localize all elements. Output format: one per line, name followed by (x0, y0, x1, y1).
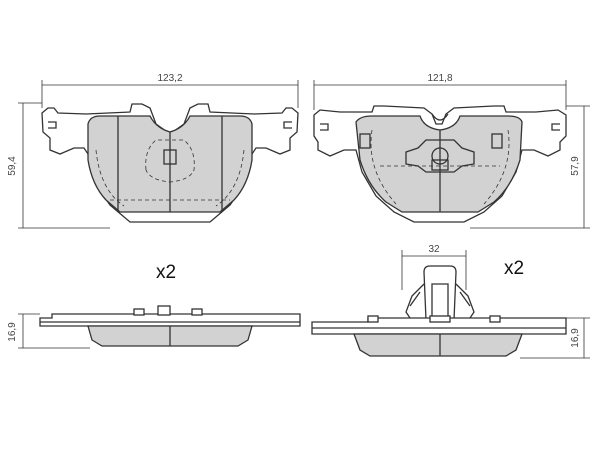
right-side-tab-2 (429, 315, 451, 323)
left-ear-slot-r (283, 121, 292, 129)
right-pad-hole-r (491, 133, 503, 149)
right-ear-slot-l (320, 123, 329, 131)
left-side-tab-3 (191, 308, 203, 316)
right-side-tab-1 (367, 315, 379, 323)
left-chamfer-dash-l (95, 149, 125, 207)
left-side-tab-2 (157, 305, 171, 316)
left-height-label: 59,4 (7, 156, 18, 176)
left-quantity-label: x2 (156, 262, 176, 283)
left-height-dimension: 59,4 (7, 102, 110, 229)
spring-clip (405, 265, 475, 321)
right-height-dimension: 57,9 (470, 105, 590, 229)
left-side-backing-plate (39, 313, 301, 327)
right-chamfer-dash-l (370, 129, 397, 205)
right-quantity-label: x2 (504, 258, 524, 279)
left-sensor-outline (145, 139, 195, 183)
left-sensor-block (163, 149, 177, 165)
right-pad-front-view (313, 105, 567, 223)
left-width-dimension: 123,2 (41, 73, 299, 108)
left-width-label: 123,2 (157, 73, 182, 84)
right-pad-hole-l (359, 133, 371, 149)
left-pad-side-view: 16,9 (7, 305, 301, 349)
right-width-dimension: 121,8 (313, 73, 567, 110)
left-pad-front-view (41, 103, 299, 223)
right-side-friction (353, 333, 523, 357)
right-thickness-label: 16,9 (570, 328, 581, 348)
right-height-label: 57,9 (570, 156, 581, 176)
right-ear-slot-r (551, 123, 560, 131)
left-ear-slot-l (48, 121, 57, 129)
left-side-tab-1 (133, 308, 145, 316)
left-thickness-label: 16,9 (7, 322, 18, 342)
clip-width-label: 32 (428, 244, 440, 255)
right-side-tab-3 (489, 315, 501, 323)
right-width-label: 121,8 (427, 73, 452, 84)
right-pad-side-view: 32 16,9 (311, 244, 590, 359)
right-clip-boss (431, 147, 449, 165)
left-chamfer-dash-r (215, 149, 245, 207)
right-chamfer-dash-r (483, 129, 510, 205)
right-clip-block (431, 159, 449, 171)
right-center-notch (431, 113, 449, 121)
